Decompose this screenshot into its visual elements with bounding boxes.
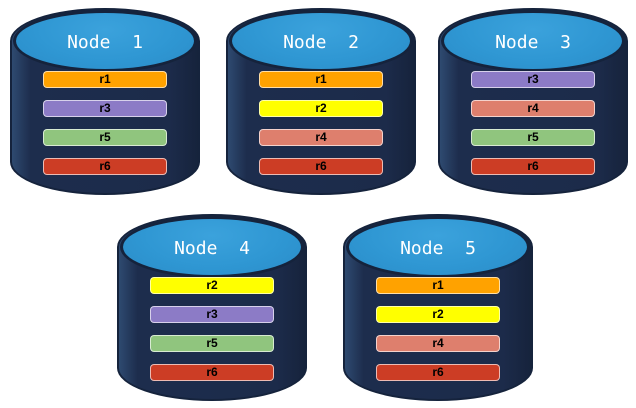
replica-bar: r3 [150, 306, 274, 323]
replica-bar: r1 [43, 71, 167, 88]
db-node-4: Node 4 r2 r3 r5 r6 [117, 214, 307, 401]
replica-bar: r5 [471, 129, 595, 146]
replica-label: r6 [315, 159, 327, 173]
replica-label: r4 [315, 130, 327, 144]
cylinder-top: Node 5 [346, 216, 530, 278]
replica-list: r1 r2 r4 r6 [226, 71, 416, 175]
replica-label: r4 [527, 101, 539, 115]
replica-label: r2 [432, 307, 444, 321]
replica-list: r1 r2 r4 r6 [343, 277, 533, 381]
node-title: Node 5 [400, 237, 476, 259]
replica-list: r3 r4 r5 r6 [438, 71, 628, 175]
replica-bar: r6 [376, 364, 500, 381]
replica-list: r2 r3 r5 r6 [117, 277, 307, 381]
replica-bar: r2 [376, 306, 500, 323]
replica-label: r1 [99, 72, 111, 86]
replica-label: r2 [206, 278, 218, 292]
replica-bar: r4 [471, 100, 595, 117]
replica-bar: r1 [259, 71, 383, 88]
db-node-3: Node 3 r3 r4 r5 r6 [438, 8, 628, 195]
replica-label: r3 [527, 72, 539, 86]
replica-bar: r3 [43, 100, 167, 117]
replica-label: r4 [432, 336, 444, 350]
replica-bar: r6 [259, 158, 383, 175]
replica-label: r6 [527, 159, 539, 173]
cylinder-top: Node 2 [229, 10, 413, 72]
replica-label: r1 [315, 72, 327, 86]
replica-label: r5 [527, 130, 539, 144]
replica-bar: r1 [376, 277, 500, 294]
replica-label: r5 [99, 130, 111, 144]
replica-bar: r2 [150, 277, 274, 294]
replica-bar: r5 [150, 335, 274, 352]
node-title: Node 2 [283, 31, 359, 53]
replica-label: r6 [206, 365, 218, 379]
node-title: Node 4 [174, 237, 250, 259]
cylinder-top: Node 3 [441, 10, 625, 72]
replica-label: r2 [315, 101, 327, 115]
replica-bar: r2 [259, 100, 383, 117]
replica-label: r6 [99, 159, 111, 173]
cylinder-top: Node 1 [13, 10, 197, 72]
replica-bar: r5 [43, 129, 167, 146]
db-node-1: Node 1 r1 r3 r5 r6 [10, 8, 200, 195]
replica-bar: r4 [259, 129, 383, 146]
replica-bar: r3 [471, 71, 595, 88]
replica-label: r5 [206, 336, 218, 350]
db-node-5: Node 5 r1 r2 r4 r6 [343, 214, 533, 401]
replica-bar: r6 [471, 158, 595, 175]
replica-label: r3 [206, 307, 218, 321]
replica-bar: r4 [376, 335, 500, 352]
replica-label: r6 [432, 365, 444, 379]
replica-bar: r6 [150, 364, 274, 381]
replica-label: r1 [432, 278, 444, 292]
replica-bar: r6 [43, 158, 167, 175]
cylinder-top: Node 4 [120, 216, 304, 278]
replica-list: r1 r3 r5 r6 [10, 71, 200, 175]
node-title: Node 1 [67, 31, 143, 53]
replica-label: r3 [99, 101, 111, 115]
node-title: Node 3 [495, 31, 571, 53]
db-node-2: Node 2 r1 r2 r4 r6 [226, 8, 416, 195]
